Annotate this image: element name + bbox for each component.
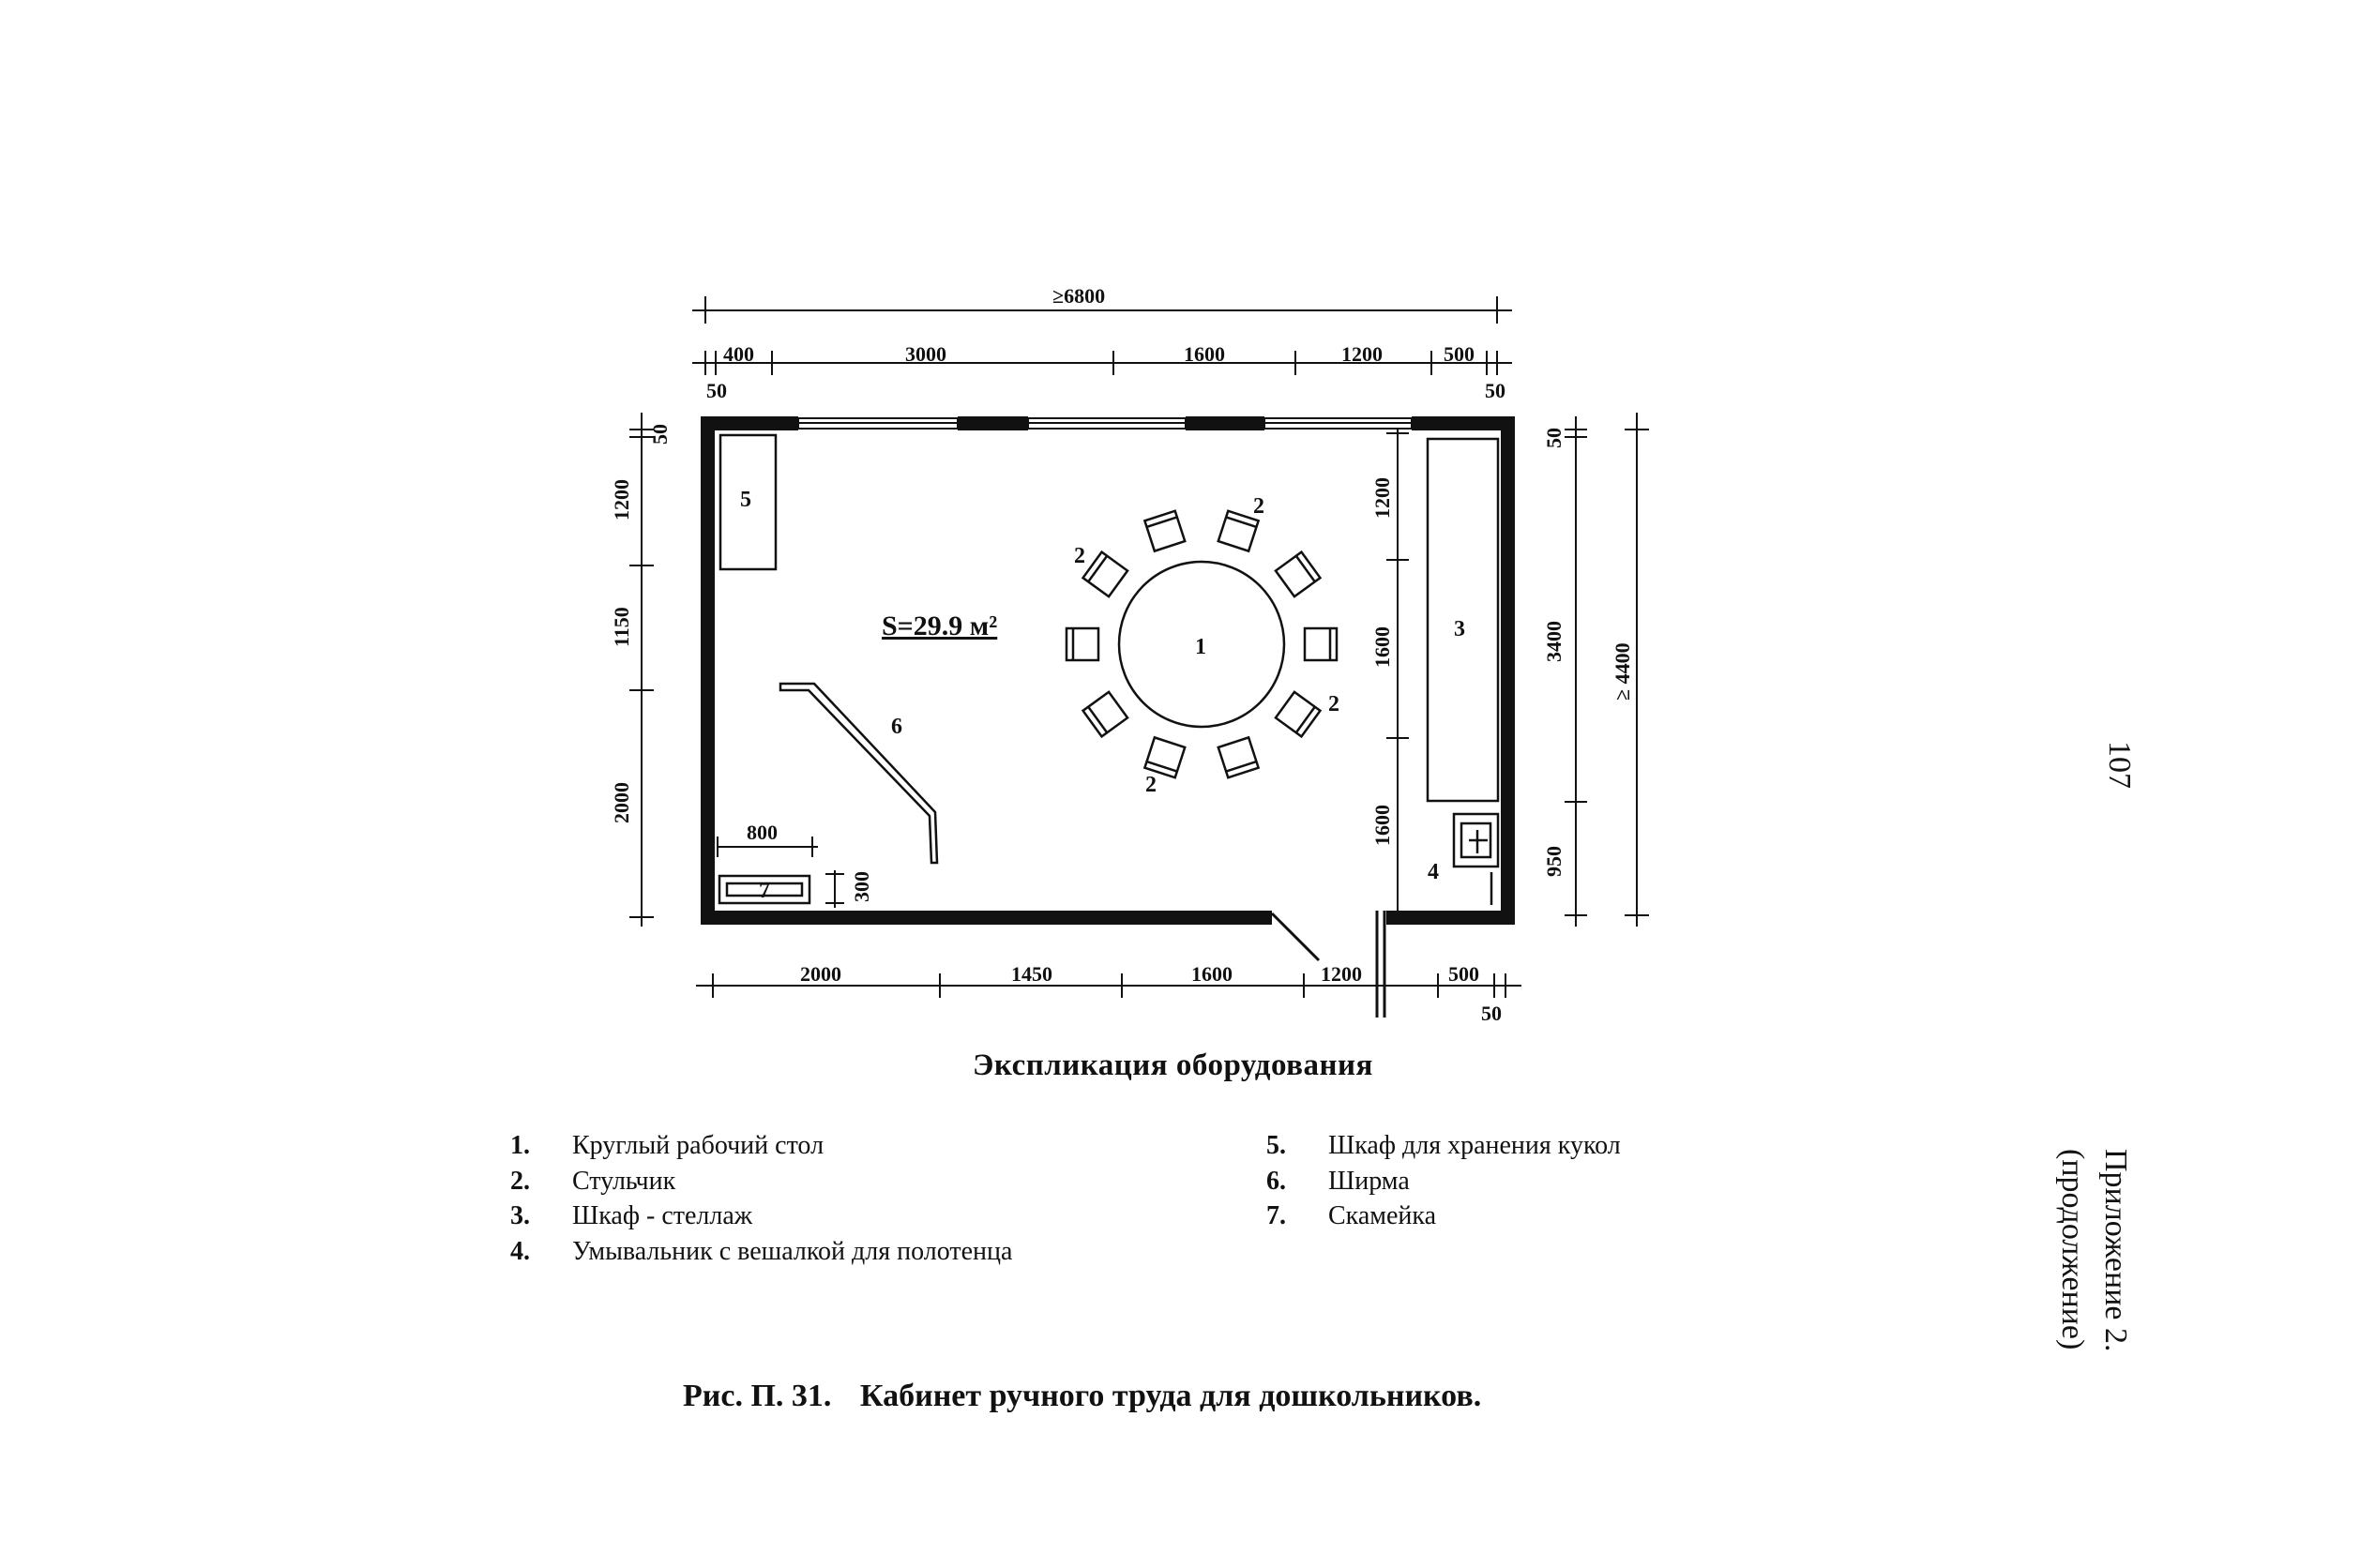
legend-item: 4. Умывальник с вешалкой для полотенца bbox=[510, 1234, 1012, 1270]
legend-item: 3. Шкаф - стеллаж bbox=[510, 1199, 1012, 1234]
left-dim-1200: 1200 bbox=[610, 479, 633, 520]
screen-partition bbox=[779, 682, 939, 865]
top-dim-1600: 1600 bbox=[1184, 342, 1225, 366]
legend-text: Стульчик bbox=[572, 1166, 676, 1196]
explication-title: Экспликация оборудования bbox=[973, 1048, 1373, 1082]
bottom-dim-1200: 1200 bbox=[1321, 962, 1362, 986]
shelf-cabinet bbox=[1426, 437, 1500, 803]
legend-text: Ширма bbox=[1328, 1166, 1410, 1196]
legend-right-column: 5. Шкаф для хранения кукол 6. Ширма 7. Скам… bbox=[1266, 1128, 1621, 1234]
bottom-dim-500: 500 bbox=[1448, 962, 1479, 986]
inner-right-dim-1600: 1600 bbox=[1370, 626, 1394, 668]
legend-number: 1. bbox=[510, 1131, 530, 1160]
bench bbox=[718, 874, 811, 905]
bench-width-800: 800 bbox=[747, 821, 778, 844]
label-bench: 7 bbox=[759, 879, 770, 903]
bottom-dim-1600: 1600 bbox=[1191, 962, 1233, 986]
left-dim-1150: 1150 bbox=[610, 607, 633, 647]
legend-item: 7. Скамейка bbox=[1266, 1199, 1621, 1234]
left-dim-50: 50 bbox=[648, 424, 672, 445]
left-dim-2000: 2000 bbox=[610, 782, 633, 823]
label-doll-cabinet: 5 bbox=[740, 488, 751, 512]
room-area-label: S=29.9 м² bbox=[882, 611, 997, 641]
top-dim-500: 500 bbox=[1444, 342, 1475, 366]
inner-right-dim-1600-lower: 1600 bbox=[1370, 805, 1394, 846]
appendix-title: Приложение 2. bbox=[2098, 1149, 2133, 1352]
appendix-label: Приложение 2. (продолжение) bbox=[2050, 1149, 2137, 1351]
legend-number: 4. bbox=[510, 1236, 530, 1266]
appendix-continuation: (продолжение) bbox=[2055, 1149, 2090, 1350]
legend-item: 6. Ширма bbox=[1266, 1164, 1621, 1199]
chair bbox=[1065, 626, 1100, 662]
chair bbox=[1217, 735, 1261, 779]
chair bbox=[1081, 550, 1129, 598]
top-dim-50-right: 50 bbox=[1485, 379, 1505, 402]
inner-right-dim-1200: 1200 bbox=[1370, 477, 1394, 519]
legend-number: 5. bbox=[1266, 1131, 1286, 1160]
bottom-dim-2000: 2000 bbox=[800, 962, 841, 986]
label-washbasin: 4 bbox=[1428, 860, 1439, 884]
label-chair-top: 2 bbox=[1253, 494, 1264, 519]
legend-text: Шкаф для хранения кукол bbox=[1328, 1131, 1621, 1160]
legend-item: 1. Круглый рабочий стол bbox=[510, 1128, 1012, 1164]
doll-cabinet bbox=[719, 433, 778, 571]
top-dim-50-left: 50 bbox=[706, 379, 727, 402]
figure-caption: Рис. П. 31. Кабинет ручного труда для до… bbox=[683, 1379, 1481, 1414]
label-shelf: 3 bbox=[1454, 617, 1465, 641]
windows bbox=[797, 417, 1413, 430]
chair bbox=[1142, 509, 1187, 553]
legend-number: 3. bbox=[510, 1201, 530, 1230]
bottom-dim-1450: 1450 bbox=[1011, 962, 1052, 986]
walls bbox=[701, 416, 1515, 925]
top-dim-1200: 1200 bbox=[1341, 342, 1383, 366]
overall-width-label: ≥6800 bbox=[1052, 284, 1105, 308]
legend-item: 2. Стульчик bbox=[510, 1164, 1012, 1199]
figure-number: Рис. П. 31. bbox=[683, 1379, 832, 1413]
chairs bbox=[1065, 509, 1339, 779]
label-chair-bottom: 2 bbox=[1145, 773, 1157, 797]
label-screen: 6 bbox=[891, 715, 902, 739]
legend-text: Круглый рабочий стол bbox=[572, 1131, 824, 1160]
figure-title: Кабинет ручного труда для дошкольников. bbox=[859, 1379, 1482, 1413]
door bbox=[1270, 911, 1386, 1018]
chair bbox=[1142, 735, 1187, 779]
legend-text: Умывальник с вешалкой для полотенца bbox=[572, 1236, 1013, 1266]
right-dim-950: 950 bbox=[1542, 846, 1566, 877]
label-chair-right: 2 bbox=[1328, 692, 1339, 716]
chair bbox=[1274, 550, 1323, 598]
legend-left-column: 1. Круглый рабочий стол 2. Стульчик 3. Шкаф… bbox=[510, 1128, 1012, 1269]
legend-text: Скамейка bbox=[1328, 1201, 1437, 1230]
label-table: 1 bbox=[1195, 635, 1206, 659]
legend-item: 5. Шкаф для хранения кукол bbox=[1266, 1128, 1621, 1164]
right-dim-3400: 3400 bbox=[1542, 621, 1566, 662]
round-table bbox=[1117, 560, 1286, 729]
chair bbox=[1274, 690, 1323, 739]
chair bbox=[1217, 509, 1261, 553]
overall-height-label: ≥ 4400 bbox=[1611, 642, 1634, 701]
right-dim-50: 50 bbox=[1542, 428, 1566, 448]
bench-depth-300: 300 bbox=[850, 871, 873, 902]
legend-number: 6. bbox=[1266, 1166, 1286, 1196]
bottom-dim-50: 50 bbox=[1481, 1002, 1502, 1025]
label-chair-left: 2 bbox=[1074, 544, 1085, 568]
chair bbox=[1303, 626, 1339, 662]
legend-text: Шкаф - стеллаж bbox=[572, 1201, 753, 1230]
top-dim-3000: 3000 bbox=[905, 342, 946, 366]
page-number: 107 bbox=[2102, 741, 2137, 789]
legend-number: 2. bbox=[510, 1166, 530, 1196]
top-dim-400: 400 bbox=[723, 342, 754, 366]
chair bbox=[1081, 690, 1129, 739]
legend-number: 7. bbox=[1266, 1201, 1286, 1230]
washbasin bbox=[1452, 812, 1500, 905]
